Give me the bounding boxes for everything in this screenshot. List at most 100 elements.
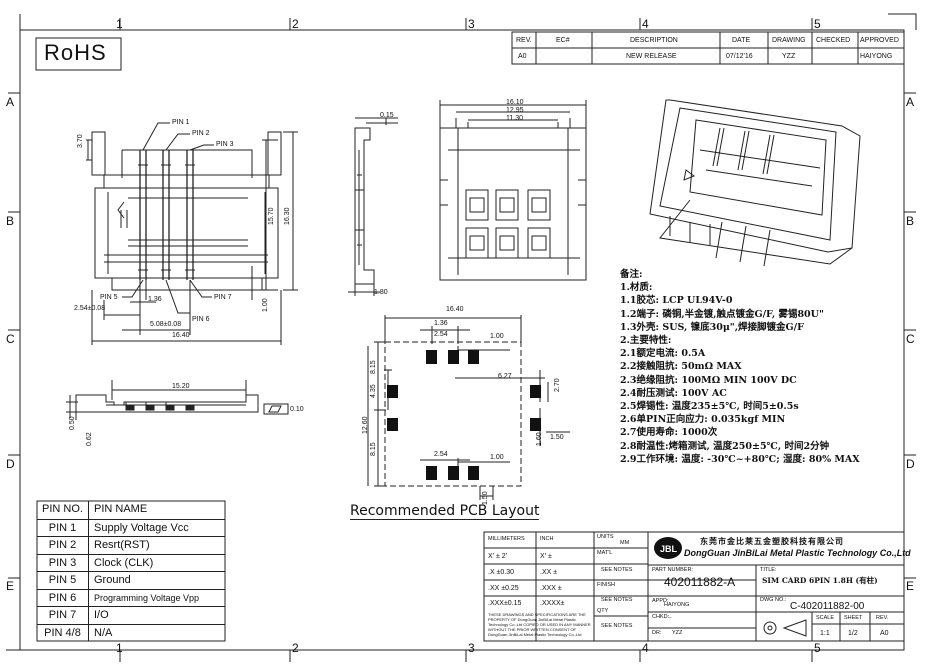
finish-label: FINISH [597, 582, 616, 588]
qty-label: QTY [597, 608, 609, 614]
rev-value-drawing: YZZ [782, 53, 796, 60]
zone-right-B: B [906, 214, 915, 228]
tol-mm-1: .X ±0.30 [488, 569, 515, 576]
rev-header-date: DATE [732, 37, 751, 44]
zone-top-5: 5 [814, 17, 821, 31]
table-row: PIN 5 Ground [37, 571, 225, 589]
label-pin5: PIN 5 [100, 294, 118, 301]
zone-bottom-4: 4 [642, 641, 649, 655]
note-line: 2.8耐温性:烤箱测试, 温度250±5℃, 时间2分钟 [620, 440, 830, 452]
zone-left-A: A [6, 95, 15, 109]
pin-table-header: PIN NO. PIN NAME [37, 501, 225, 519]
pin-name: I/O [94, 609, 109, 621]
dwg-value: C-402011882-00 [790, 601, 865, 612]
rev-label: REV. [876, 615, 889, 621]
zone-bottom-5: 5 [814, 641, 821, 655]
units-label: UNITS [597, 534, 614, 540]
part-number-value: 402011882-A [664, 575, 736, 589]
note-line: 备注: [620, 269, 643, 280]
dim-16-40-front: 16.40 [172, 332, 190, 339]
pin-header-no: PIN NO. [37, 501, 89, 519]
company-name-cn: 东莞市金比莱五金塑胶科技有限公司 [700, 536, 844, 546]
dim-12-95: 12.95 [506, 107, 524, 114]
rev-header-description: DESCRIPTION [630, 37, 678, 44]
tol-in-1: .XX ± [540, 569, 558, 576]
finish-value: SEE NOTES [601, 597, 633, 603]
company-name-en: DongGuan JinBiLai Metal Plastic Technolo… [684, 548, 911, 558]
dim-pcb-1-50-right: 1.50 [550, 434, 564, 441]
scale-value: 1:1 [820, 630, 830, 637]
qty-value: SEE NOTES [601, 623, 633, 629]
rev-value-approved: HAIYONG [860, 53, 893, 60]
title-label: TITLE: [760, 567, 777, 573]
pin-table: PIN NO. PIN NAME PIN 1 Supply Voltage Vc… [37, 501, 225, 641]
bottom-view-outline [66, 380, 289, 420]
note-line: 2.2接触阻抗: 50mΩ MAX [620, 361, 742, 373]
zone-right-A: A [906, 95, 915, 109]
sheet-value: 1/2 [848, 630, 858, 637]
zone-bottom-3: 3 [468, 641, 475, 655]
tol-header-mm: MILLIMETERS [488, 536, 525, 542]
zone-bottom-1: 1 [116, 641, 123, 655]
dim-3-70: 3.70 [77, 134, 84, 148]
rev-header-drawing: DRAWING [772, 37, 806, 44]
dim-0-15: 0.15 [380, 112, 394, 119]
dim-11-30: 11.30 [506, 115, 523, 122]
pin-name: N/A [94, 626, 113, 639]
pin-no: PIN 1 [37, 519, 89, 536]
sheet-label: SHEET [844, 615, 863, 621]
dim-5-08-front: 5.08±0.08 [150, 321, 182, 328]
dim-pcb-12-60: 12.60 [362, 416, 369, 434]
table-row: PIN 4/8 N/A [37, 623, 225, 641]
rev-value-date: 07/12'16 [726, 53, 753, 60]
tol-mm-0: X' ± 2' [488, 553, 507, 560]
projection-symbol-icon [763, 619, 807, 637]
label-pin6: PIN 6 [192, 316, 210, 323]
note-line: 1.2端子: 磷铜,半金镀,触点镀金G/F, 雾锡80U" [620, 308, 824, 320]
note-line: 2.1额定电流: 0.5A [620, 348, 706, 360]
top-view-outline [439, 100, 587, 281]
note-line: 1.3外壳: SUS, 镍底30μ",焊接脚镀金G/F [620, 321, 804, 333]
zone-left-D: D [6, 457, 15, 471]
title-block-frame [483, 531, 905, 642]
dim-pcb-8-15-bottom: 8.15 [370, 442, 377, 456]
note-line: 2.7使用寿命: 1000次 [620, 427, 718, 439]
units-value: MM [620, 540, 630, 546]
dim-pcb-1-36: 1.36 [434, 320, 448, 327]
table-row: PIN 2 Resrt(RST) [37, 536, 225, 554]
note-line: 1.材质: [620, 282, 653, 294]
zone-right-D: D [906, 457, 915, 471]
rev-header-checked: CHECKED [816, 37, 851, 44]
tol-in-2: .XXX ± [540, 585, 562, 592]
pin-name: Resrt(RST) [94, 539, 150, 551]
zone-top-2: 2 [292, 17, 299, 31]
pcb-layout-caption: Recommended PCB Layout [350, 503, 540, 520]
zone-left-B: B [6, 214, 15, 228]
revision-table-frame [511, 31, 905, 65]
zone-top-3: 3 [468, 17, 475, 31]
note-line: 2.3绝缘阻抗: 100MΩ MIN 100V DC [620, 374, 797, 386]
company-logo-text: JBL [660, 544, 678, 554]
dim-pcb-2-70: 2.70 [554, 378, 561, 392]
note-line: 2.6单PIN正向应力: 0.035kgf MIN [620, 414, 786, 426]
pcb-pads [387, 350, 541, 480]
dim-pcb-6-27: 6.27 [498, 373, 512, 380]
dim-pcb-1-00-bottom: 1.00 [490, 454, 504, 461]
pin-name: Clock (CLK) [94, 556, 154, 569]
dim-pcb-16-40: 16.40 [446, 306, 464, 313]
table-row: PIN 7 I/O [37, 606, 225, 624]
note-line: 2.9工作环境: 温度: -30℃~+80℃; 湿度: 80% MAX [620, 453, 860, 465]
tol-in-3: .XXXX± [540, 600, 565, 607]
matl-value: SEE NOTES [601, 567, 633, 573]
dim-16-10: 16.10 [506, 99, 524, 106]
dim-1-80: 1.80 [374, 289, 388, 296]
dim-pcb-2-54-top: 2.54 [434, 331, 448, 338]
pin-no: PIN 2 [37, 537, 89, 554]
rev-value: A0 [880, 630, 889, 637]
dim-pcb-8-15-top: 8.15 [370, 360, 377, 374]
label-pin2: PIN 2 [192, 130, 210, 137]
dr-value: YZZ [672, 630, 683, 636]
table-row: PIN 1 Supply Voltage Vcc [37, 518, 225, 536]
company-logo-icon [654, 537, 682, 559]
tol-in-0: X' ± [540, 553, 552, 560]
